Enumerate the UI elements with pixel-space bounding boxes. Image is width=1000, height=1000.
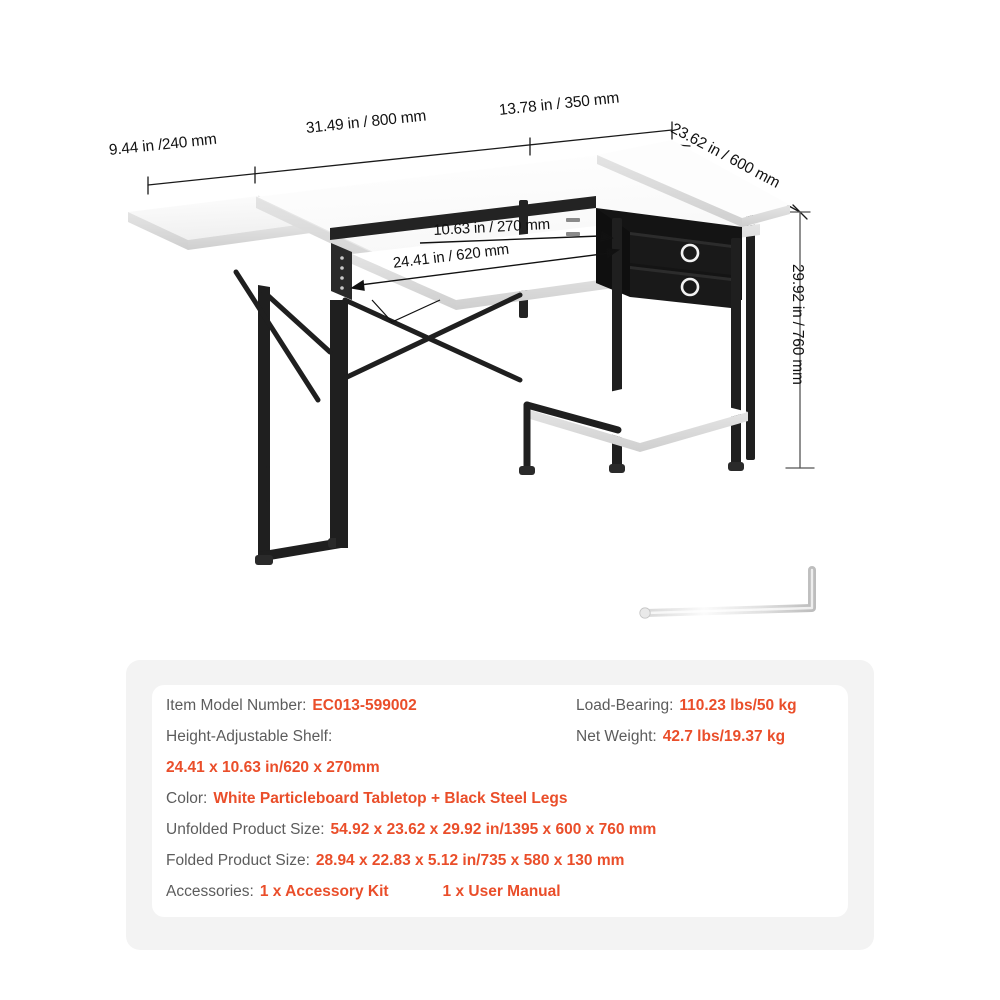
spec-label-folded-size: Folded Product Size: [166,852,310,869]
spec-row-accessories: Accessories: 1 x Accessory Kit 1 x User … [166,883,570,914]
spec-row-unfolded-size: Unfolded Product Size: 54.92 x 23.62 x 2… [166,821,656,852]
spec-label-accessories: Accessories: [166,883,254,900]
spec-label-color: Color: [166,790,208,807]
spec-value-adjustable-shelf: 24.41 x 10.63 in/620 x 270mm [166,759,380,776]
spec-label-net-weight: Net Weight: [576,728,657,745]
dimension-arrows-shelf [350,230,620,291]
drawer-bottom[interactable] [630,266,740,309]
spec-value-load-bearing: 110.23 lbs/50 kg [679,697,797,714]
spec-row-color: Color: White Particleboard Tabletop + Bl… [166,790,570,821]
spec-value-accessory-kit: 1 x Accessory Kit [259,883,389,900]
spec-value-unfolded-size: 54.92 x 23.62 x 29.92 in/1395 x 600 x 76… [330,821,657,838]
spec-card: Item Model Number: EC013-599002 Height-A… [152,685,848,917]
drawer-unit-top-panel [597,140,790,227]
spec-value-model-number: EC013-599002 [312,697,417,714]
spec-row-adjustable-shelf-value: 24.41 x 10.63 in/620 x 270mm [166,759,570,790]
spec-left-column: Item Model Number: EC013-599002 Height-A… [166,697,656,914]
spec-label-load-bearing: Load-Bearing: [576,697,674,714]
shelf-adjustment-bracket [331,243,352,300]
spec-row-model-number: Item Model Number: EC013-599002 [166,697,570,728]
spec-value-color: White Particleboard Tabletop + Black Ste… [213,790,568,807]
spec-label-model-number: Item Model Number: [166,697,307,714]
spec-value-user-manual: 1 x User Manual [442,883,561,900]
spec-row-net-weight: Net Weight: 42.7 lbs/19.37 kg [576,728,844,759]
spec-label-unfolded-size: Unfolded Product Size: [166,821,325,838]
spec-row-folded-size: Folded Product Size: 28.94 x 22.83 x 5.1… [166,852,624,883]
spec-row-adjustable-shelf: Height-Adjustable Shelf: [166,728,570,759]
product-illustration [128,121,816,619]
allen-hex-key-icon [639,566,816,619]
spec-right-column: Load-Bearing: 110.23 lbs/50 kg Net Weigh… [576,697,844,759]
desk-frame-rear [746,215,755,460]
dimension-lines-top [147,121,673,195]
shelf-pointer [371,299,441,323]
shelf-support-rails [523,401,622,474]
dimension-line-height [785,211,815,469]
drawer-top[interactable] [630,232,740,276]
dimension-label-height: 29.92 in / 760 mm [789,264,806,385]
spec-value-folded-size: 28.94 x 22.83 x 5.12 in/735 x 580 x 130 … [315,852,625,869]
spec-value-net-weight: 42.7 lbs/19.37 kg [662,728,786,745]
shelf-foot-left [519,466,535,475]
spec-row-load-bearing: Load-Bearing: 110.23 lbs/50 kg [576,697,844,728]
cross-braces [233,269,523,403]
spec-label-adjustable-shelf: Height-Adjustable Shelf: [166,728,333,745]
desk-frame-center [336,300,348,548]
bottom-storage-shelf [530,385,748,452]
